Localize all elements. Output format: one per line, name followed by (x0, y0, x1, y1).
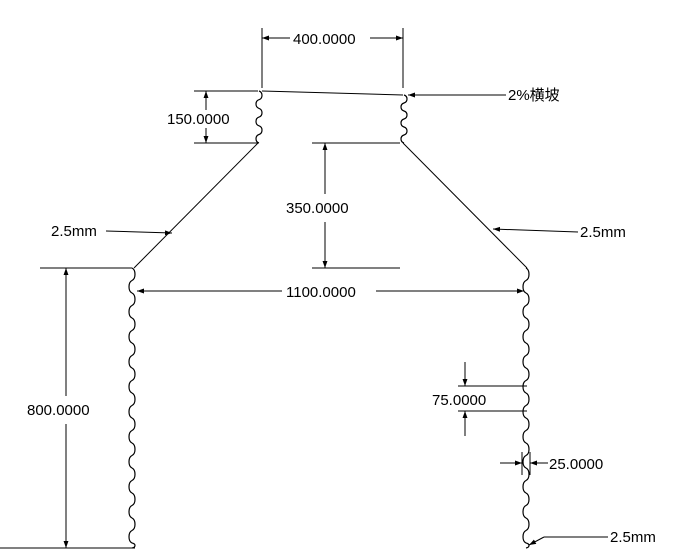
dim-base-width: 1100.0000 (137, 284, 524, 301)
thickness-left-label: 2.5mm (51, 223, 97, 240)
dim-top-height: 150.0000 (167, 90, 258, 144)
dim-slope-height-label: 350.0000 (286, 200, 349, 217)
dim-wall-height: 800.0000 (27, 267, 132, 548)
left-wavy-wall (128, 267, 136, 549)
dim-wave-amp: 25.0000 (500, 452, 603, 475)
cross-slope-label: 2%横坡 (508, 87, 560, 104)
right-wavy-wall (522, 267, 530, 549)
thickness-right-note: 2.5mm (492, 224, 626, 241)
dim-top-width: 400.0000 (261, 28, 404, 88)
dim-wave-pitch-label: 75.0000 (432, 392, 486, 409)
right-slope-line (402, 142, 528, 269)
top-right-wavy-wall (400, 94, 408, 144)
dim-wall-height-label: 800.0000 (27, 402, 90, 419)
dim-slope-height: 350.0000 (286, 142, 400, 269)
thickness-left-note: 2.5mm (51, 223, 173, 240)
profile-outline (0, 90, 530, 549)
dim-wave-pitch: 75.0000 (432, 362, 527, 436)
top-surface-line (261, 90, 404, 96)
cross-slope-note: 2%横坡 (408, 87, 560, 104)
thickness-right-label: 2.5mm (580, 224, 626, 241)
thickness-bottom-label: 2.5mm (610, 529, 656, 546)
dim-top-height-label: 150.0000 (167, 111, 230, 128)
left-slope-line (133, 142, 259, 269)
top-left-wavy-wall (255, 90, 263, 144)
thickness-bottom-note: 2.5mm (528, 529, 656, 546)
dim-top-width-label: 400.0000 (293, 31, 356, 48)
dim-base-width-label: 1100.0000 (286, 284, 356, 301)
dim-wave-amp-label: 25.0000 (549, 456, 603, 473)
